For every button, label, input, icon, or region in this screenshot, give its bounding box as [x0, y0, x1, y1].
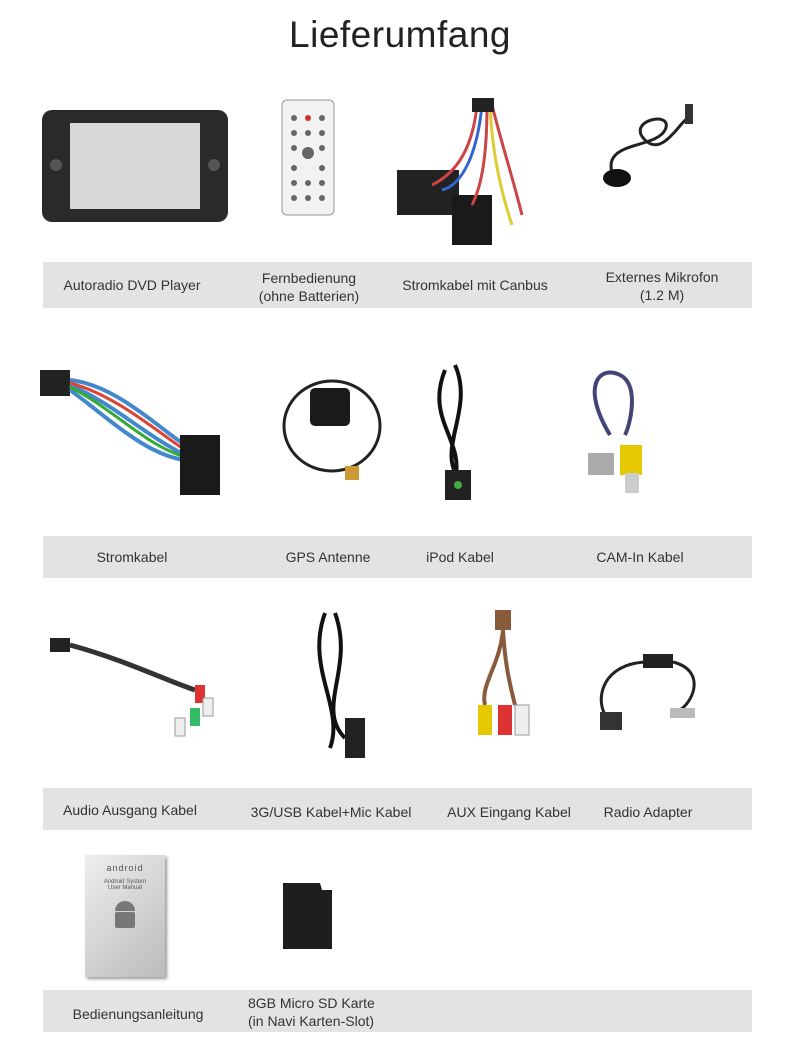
page-title: Lieferumfang	[289, 14, 511, 55]
item-label: Radio Adapter	[603, 804, 693, 820]
manual-line-2: User Manual	[107, 885, 142, 891]
manual-brand: android	[106, 863, 144, 873]
remote-control-image	[281, 99, 335, 216]
label-bar-row-3	[43, 788, 752, 830]
power-cable-image	[40, 370, 220, 495]
canbus-power-cable-image	[397, 98, 524, 245]
user-manual-image: android Android System User Manual	[85, 855, 165, 977]
dvd-player-image	[42, 110, 228, 222]
item-label: AUX Eingang Kabel	[447, 804, 571, 820]
label-bar-row-4	[43, 990, 752, 1032]
item-label: Bedienungsanleitung	[72, 1006, 204, 1022]
item-label: 8GB Micro SD Karte (in Navi Karten-Slot)	[248, 995, 375, 1029]
camera-input-cable-image	[588, 370, 642, 493]
item-label: Stromkabel mit Canbus	[402, 277, 548, 293]
item-label: GPS Antenne	[285, 549, 371, 565]
item-label: Externes Mikrofon (1.2 M)	[605, 269, 719, 303]
gps-antenna-image	[282, 379, 382, 480]
radio-adapter-image	[599, 654, 696, 730]
manual-line-1: Android System	[103, 879, 147, 885]
label-bar-row-2	[43, 536, 752, 578]
external-microphone-image	[603, 104, 693, 187]
usb-mic-cable-image	[317, 612, 365, 758]
item-label: iPod Kabel	[426, 549, 494, 565]
audio-output-cable-image	[50, 638, 214, 737]
item-label: Stromkabel	[96, 549, 168, 565]
item-label: CAM-In Kabel	[596, 549, 684, 565]
micro-sd-card-image	[283, 883, 332, 949]
item-label: Autoradio DVD Player	[63, 277, 201, 293]
item-label: Fernbedienung (ohne Batterien)	[258, 270, 360, 304]
ipod-cable-image	[437, 364, 471, 500]
label-bar-row-1	[43, 262, 752, 308]
item-label: 3G/USB Kabel+Mic Kabel	[250, 804, 412, 820]
aux-input-cable-image	[478, 610, 530, 736]
item-label: Audio Ausgang Kabel	[63, 802, 197, 818]
android-robot-icon	[115, 901, 135, 928]
